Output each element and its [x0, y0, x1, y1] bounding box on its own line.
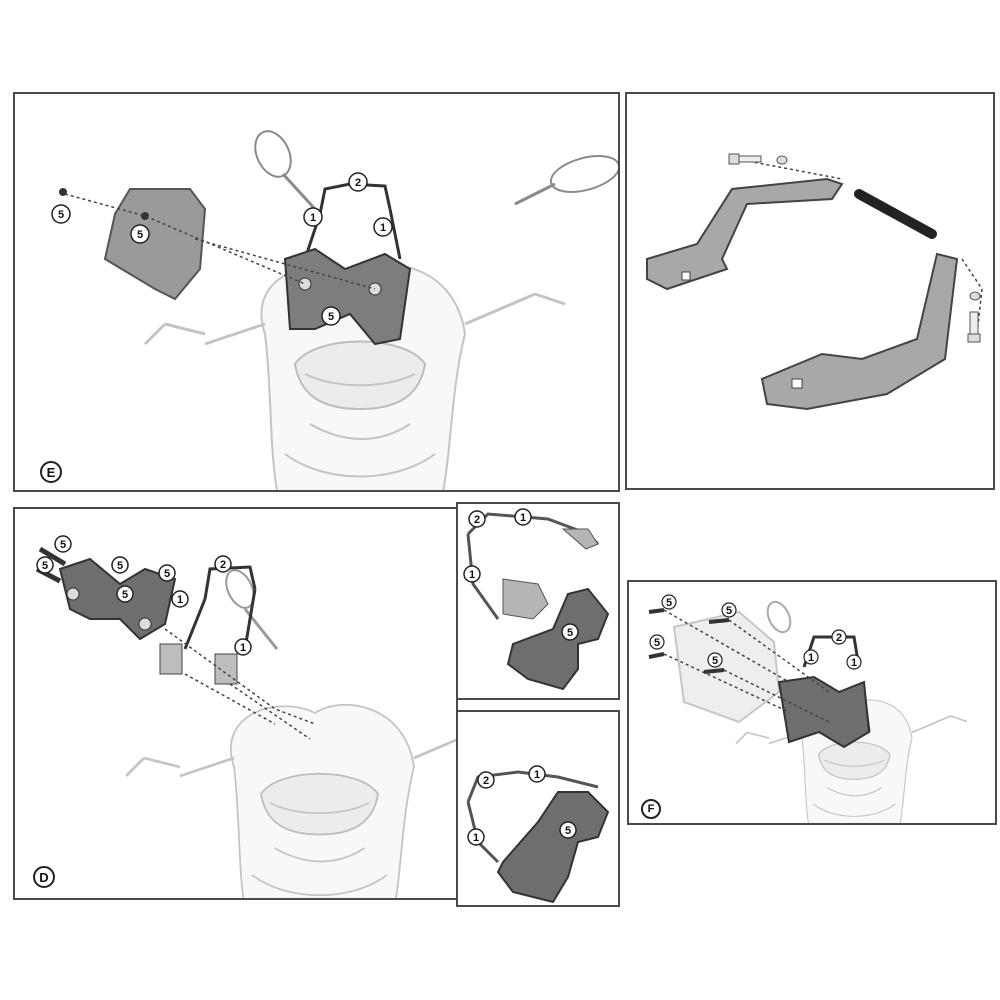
- right-mirror: [514, 155, 618, 206]
- callout-5-c: 5: [111, 556, 129, 574]
- callout-5-plate: 5: [321, 306, 341, 326]
- crossbar-rod: [854, 189, 937, 239]
- callout-5-e: 5: [116, 585, 134, 603]
- bolt-top-icon: [728, 153, 788, 165]
- callout-5-b: 5: [36, 556, 54, 574]
- callout-5-inset-1: 5: [561, 623, 579, 641]
- svg-text:1: 1: [469, 569, 475, 581]
- svg-text:2: 2: [836, 632, 842, 644]
- svg-text:5: 5: [137, 229, 143, 241]
- bracket-exploded-illustration: [646, 153, 983, 411]
- svg-text:2: 2: [355, 177, 361, 189]
- upper-bracket-arm: [646, 177, 844, 291]
- mirror-f: [766, 600, 792, 634]
- svg-text:5: 5: [565, 825, 571, 837]
- svg-text:5: 5: [712, 655, 718, 667]
- mount-plate-inset-2: [496, 791, 610, 904]
- callout-1-d-right: 1: [234, 638, 252, 656]
- callout-1-inset-2-left: 1: [467, 828, 485, 846]
- svg-text:5: 5: [42, 560, 48, 572]
- callout-1-d-left: 1: [171, 590, 189, 608]
- callout-1-inset-1-left: 1: [463, 565, 481, 583]
- callout-2-f: 2: [831, 629, 847, 645]
- windscreen-bracket-part: [103, 188, 207, 301]
- svg-text:1: 1: [851, 657, 857, 669]
- callout-2-inset-1: 2: [468, 510, 486, 528]
- svg-text:5: 5: [58, 209, 64, 221]
- mount-plate-inset-1: [506, 587, 610, 691]
- left-mirror: [254, 130, 317, 211]
- svg-text:1: 1: [473, 832, 479, 844]
- screw-icon: [59, 188, 67, 196]
- guide-lines-d: [164, 628, 316, 740]
- screws-f: [648, 608, 730, 674]
- left-mirror-d: [225, 569, 279, 650]
- inset-bracket-assembly-2: 2 1 1 5: [456, 710, 620, 907]
- callout-5-f-b: 5: [721, 602, 737, 618]
- panel-tag-f: F: [641, 799, 661, 819]
- callout-2: 2: [348, 172, 368, 192]
- callout-2-d: 2: [214, 555, 232, 573]
- callout-5-inset-2: 5: [559, 821, 577, 839]
- svg-text:1: 1: [520, 512, 526, 524]
- svg-text:5: 5: [726, 605, 732, 617]
- motorcycle-front-outline-d: [124, 703, 456, 898]
- callout-1-f-right: 1: [846, 654, 862, 670]
- svg-text:5: 5: [164, 568, 170, 580]
- inset-bracket-assembly-1: 2 1 1 5: [456, 502, 620, 700]
- panel-e: 2 1 1 5 5 5 E: [13, 92, 620, 492]
- panel-d-illustration: 5 5 5 5 5 2 1 1: [35, 535, 456, 898]
- callout-5-screw: 5: [51, 204, 71, 224]
- svg-text:5: 5: [328, 311, 334, 323]
- svg-text:5: 5: [567, 627, 573, 639]
- mount-plate-d: [58, 557, 177, 641]
- svg-text:2: 2: [220, 559, 226, 571]
- svg-text:1: 1: [380, 222, 386, 234]
- panel-tag-e: E: [40, 461, 62, 483]
- bracket-guide-lines: [736, 158, 983, 335]
- panel-tag-d: D: [33, 866, 55, 888]
- svg-text:1: 1: [310, 212, 316, 224]
- svg-text:5: 5: [60, 539, 66, 551]
- svg-text:1: 1: [808, 652, 814, 664]
- callout-5-f-c: 5: [649, 634, 665, 650]
- svg-text:1: 1: [177, 594, 183, 606]
- callout-5-f-a: 5: [661, 594, 677, 610]
- callout-1-f-left: 1: [803, 649, 819, 665]
- small-brackets-d: [159, 643, 238, 685]
- callout-5-f-d: 5: [707, 652, 723, 668]
- svg-text:1: 1: [534, 769, 540, 781]
- callout-1-inset-1-top: 1: [514, 508, 532, 526]
- callout-5-a: 5: [54, 535, 72, 553]
- assembly-guide-lines: [64, 193, 376, 290]
- mounting-plate: [283, 247, 412, 346]
- panel-d: 5 5 5 5 5 2 1 1 D: [13, 507, 458, 900]
- callout-1-left: 1: [303, 207, 323, 227]
- callout-2-inset-2: 2: [477, 771, 495, 789]
- panel-f: 5 5 5 5 2 1 1 F: [627, 580, 997, 825]
- svg-text:2: 2: [474, 514, 480, 526]
- svg-text:5: 5: [122, 589, 128, 601]
- svg-text:5: 5: [117, 560, 123, 572]
- inset-1-illustration: 2 1 1 5: [463, 508, 610, 691]
- svg-text:5: 5: [666, 597, 672, 609]
- svg-text:1: 1: [240, 642, 246, 654]
- svg-text:5: 5: [654, 637, 660, 649]
- guide-lines-f: [663, 609, 830, 723]
- callout-5-part: 5: [130, 224, 150, 244]
- mount-plate-f: [777, 675, 871, 749]
- panel-f-illustration: 5 5 5 5 2 1 1: [648, 594, 968, 823]
- callout-1-right: 1: [373, 217, 393, 237]
- callout-5-d: 5: [158, 564, 176, 582]
- panel-e-illustration: 2 1 1 5 5 5: [51, 130, 618, 490]
- inset-2-illustration: 2 1 1 5: [466, 765, 610, 904]
- callout-1-inset-2-top: 1: [528, 765, 546, 783]
- panel-bracket-detail: [625, 92, 995, 490]
- bolt-bottom-icon: [967, 291, 981, 343]
- lower-bracket-arm: [760, 252, 959, 411]
- svg-text:2: 2: [483, 775, 489, 787]
- side-plate: [502, 578, 549, 620]
